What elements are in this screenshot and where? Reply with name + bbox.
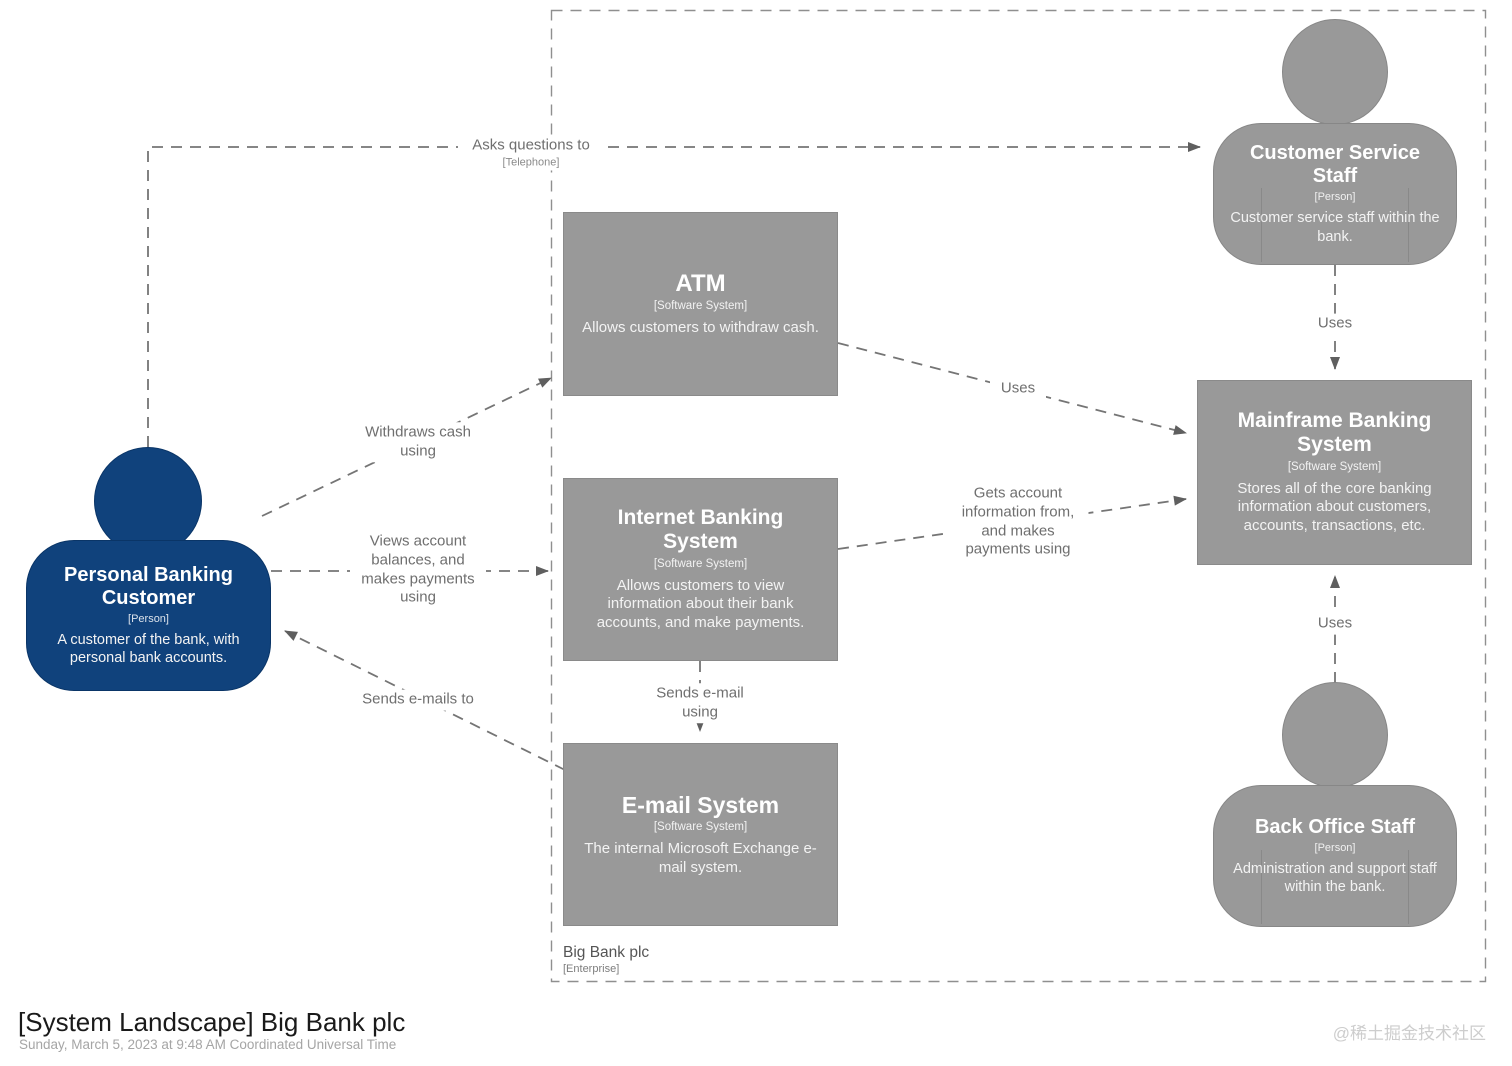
- node-atm-name: ATM: [675, 269, 726, 297]
- node-mainframe-name: Mainframe Banking System: [1237, 409, 1432, 457]
- node-email-type: [Software System]: [653, 820, 748, 833]
- watermark: @稀土掘金技术社区: [1332, 1024, 1486, 1043]
- node-mainframe-description: Stores all of the core banking informati…: [1237, 479, 1432, 535]
- person-arm: [1408, 188, 1409, 262]
- node-back-office-description: Administration and support staff within …: [1233, 860, 1437, 895]
- node-back-office-type: [Person]: [1314, 841, 1356, 854]
- node-email-name: E-mail System: [621, 791, 780, 818]
- node-internet-banking-type: [Software System]: [653, 557, 748, 570]
- node-email-system: E-mail System [Software System] The inte…: [563, 743, 838, 926]
- node-customer-type: [Person]: [128, 612, 169, 625]
- node-internet-banking-system: Internet Banking System [Software System…: [563, 478, 838, 661]
- node-email-description: The internal Microsoft Exchange e-mail s…: [584, 839, 817, 876]
- node-back-office-staff: Back Office Staff [Person] Administratio…: [1213, 785, 1457, 927]
- label-atm-uses: Uses: [990, 378, 1046, 400]
- node-customer-service-description: Customer service staff within the bank.: [1230, 210, 1440, 245]
- label-customer-service-uses: Uses: [1307, 313, 1363, 335]
- node-customer-service-staff: Customer Service Staff [Person] Customer…: [1213, 123, 1457, 265]
- boundary-name: Big Bank plc: [563, 944, 650, 961]
- node-customer-service-type: [Person]: [1314, 191, 1356, 204]
- enterprise-boundary-label: Big Bank plc [Enterprise]: [563, 944, 649, 975]
- node-customer-name: Personal Banking Customer: [64, 563, 233, 609]
- label-withdraws-cash: Withdraws cash using: [355, 422, 481, 462]
- person-head-customer-service: [1282, 19, 1388, 125]
- node-internet-banking-name: Internet Banking System: [617, 506, 784, 554]
- label-asks-questions-technology: [Telephone]: [502, 156, 560, 169]
- person-arm: [1261, 850, 1262, 924]
- diagram-title: [System Landscape] Big Bank plc: [18, 1007, 406, 1037]
- person-arm: [1261, 188, 1262, 262]
- node-mainframe-type: [Software System]: [1287, 460, 1382, 473]
- node-atm: ATM [Software System] Allows customers t…: [563, 212, 838, 396]
- person-head-customer: [94, 447, 202, 555]
- person-arm: [1408, 850, 1409, 924]
- boundary-type: [Enterprise]: [563, 963, 620, 975]
- node-atm-description: Allows customers to withdraw cash.: [582, 319, 819, 337]
- label-back-office-uses: Uses: [1307, 613, 1363, 635]
- edge-asks-questions: [147, 142, 1201, 447]
- node-back-office-name: Back Office Staff: [1254, 815, 1416, 838]
- label-views-balances: Views account balances, and makes paymen…: [350, 531, 486, 609]
- node-personal-banking-customer: Personal Banking Customer [Person] A cus…: [26, 540, 271, 691]
- node-atm-type: [Software System]: [653, 300, 748, 313]
- enterprise-boundary: [550, 9, 1487, 983]
- node-customer-service-name: Customer Service Staff: [1249, 142, 1421, 188]
- node-mainframe-banking-system: Mainframe Banking System [Software Syste…: [1197, 380, 1472, 565]
- label-gets-account-info: Gets account information from, and makes…: [947, 483, 1089, 561]
- node-internet-banking-description: Allows customers to view information abo…: [596, 576, 805, 632]
- diagram-timestamp: Sunday, March 5, 2023 at 9:48 AM Coordin…: [19, 1037, 397, 1052]
- label-sends-email-using: Sends e-mail using: [647, 683, 753, 723]
- person-head-back-office: [1282, 682, 1388, 788]
- label-asks-questions: Asks questions to [Telephone]: [458, 135, 604, 171]
- label-sends-emails-to: Sends e-mails to: [335, 689, 501, 711]
- node-customer-description: A customer of the bank, with personal ba…: [57, 631, 240, 666]
